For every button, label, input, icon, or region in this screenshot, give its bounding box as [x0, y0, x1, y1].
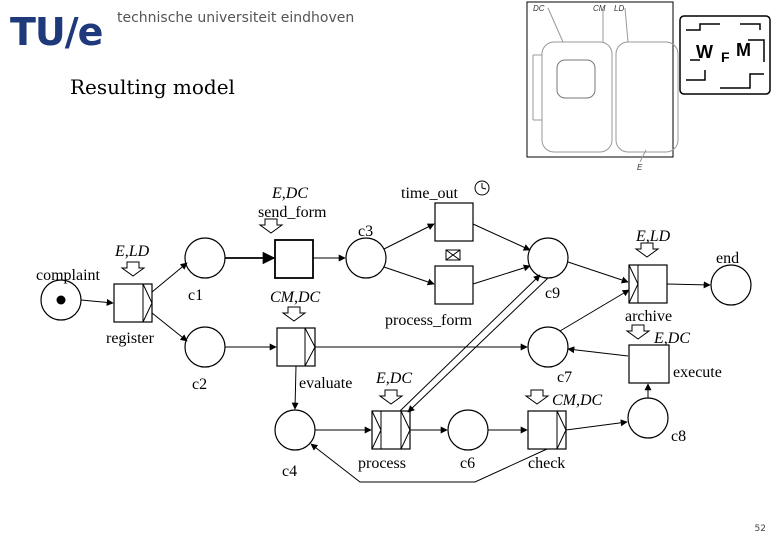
transition-check	[527, 410, 567, 450]
transition-archive	[628, 264, 668, 304]
trigger-arrows	[120, 218, 660, 405]
place-c1	[184, 237, 226, 279]
label-complaint: complaint	[36, 267, 101, 284]
tue-logo: TU/e	[10, 10, 103, 54]
resource-archive: E,LD	[635, 228, 671, 245]
university-name: technische universiteit eindhoven	[117, 10, 355, 26]
label-check: check	[528, 455, 565, 472]
wfm-letter-m: M	[736, 40, 751, 60]
wfm-letter-f: F	[721, 49, 730, 65]
legend-dc-label: DC	[533, 4, 545, 13]
resource-send-form: E,DC	[271, 185, 308, 202]
label-process: process	[358, 455, 406, 472]
wfm-logo: W F M	[679, 15, 771, 95]
slide-title: Resulting model	[70, 75, 235, 99]
legend-cm-label: CM	[593, 4, 606, 13]
resource-process: E,DC	[375, 370, 412, 387]
resource-execute: E,DC	[653, 330, 690, 347]
transition-execute	[628, 344, 670, 384]
legend-e-label: E	[637, 163, 643, 172]
label-send-form: send_form	[258, 204, 327, 221]
transition-register	[113, 283, 153, 323]
label-evaluate: evaluate	[299, 375, 352, 392]
transition-process	[371, 410, 411, 450]
transition-send-form	[274, 239, 314, 279]
resource-check: CM,DC	[552, 392, 603, 409]
label-c1: c1	[188, 287, 203, 304]
place-c7	[527, 326, 569, 368]
label-register: register	[106, 330, 155, 347]
token	[56, 295, 66, 305]
label-c9: c9	[545, 285, 560, 302]
label-c2: c2	[192, 376, 207, 393]
label-time-out: time_out	[401, 185, 458, 202]
arcs	[80, 223, 711, 483]
resource-register: E,LD	[114, 243, 150, 260]
resource-classification-sketch: DC CM LD E	[526, 1, 679, 172]
resource-evaluate: CM,DC	[270, 289, 321, 306]
legend-ld-label: LD	[614, 4, 624, 13]
envelope-icon	[445, 249, 461, 261]
transition-process-form	[434, 265, 474, 305]
clock-icon	[474, 180, 490, 196]
label-end: end	[716, 250, 739, 267]
label-c6: c6	[460, 455, 475, 472]
label-archive: archive	[625, 308, 672, 325]
label-c4: c4	[282, 463, 297, 480]
place-c6	[447, 409, 489, 451]
transition-evaluate	[276, 327, 316, 367]
label-c7: c7	[557, 369, 572, 386]
label-c8: c8	[671, 428, 686, 445]
place-c3	[345, 237, 387, 279]
label-process-form: process_form	[385, 312, 473, 329]
place-end	[710, 264, 752, 306]
place-c4	[274, 409, 316, 451]
transition-time-out	[434, 202, 474, 242]
place-c8	[627, 397, 669, 439]
label-c3: c3	[358, 223, 373, 240]
wfm-letter-w: W	[696, 42, 713, 62]
place-c2	[184, 326, 226, 368]
place-c9	[527, 237, 569, 279]
page-number: 52	[754, 524, 766, 534]
label-execute: execute	[673, 364, 722, 381]
